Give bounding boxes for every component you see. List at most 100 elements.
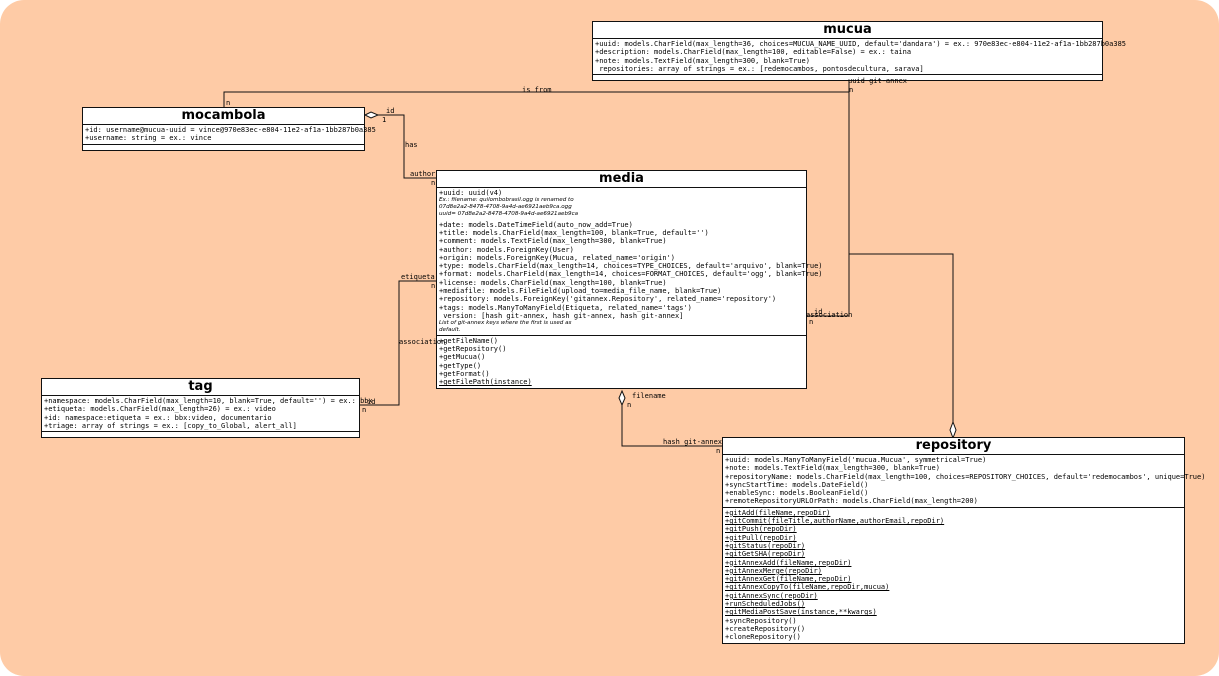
method-getmucua: +getMucua() [439,353,486,362]
methods-section [42,432,359,437]
label-id: id [386,107,395,115]
method-getrepository: +getRepository() [439,345,507,354]
method-gitannexsync: +gitAnnexSync(repoDir) [725,591,818,600]
edge-media-repository [621,405,722,447]
label-filename: filename [632,392,666,400]
uuid-note: Ex.: filename: quilombobrasil.ogg is ren… [439,197,574,204]
attribute-date: +date: models.DateTimeField(auto_now_add… [439,220,633,229]
label-association-left: association [399,338,446,346]
label-right-n: n [809,318,814,326]
method-gitcommit: +gitCommit(fileTitle,authorName,authorEm… [725,517,945,526]
attribute-comment: +comment: models.TextField(max_length=30… [439,237,667,246]
label-association-right: association [806,311,853,319]
attribute-id: +id: namespace:etiqueta = ex.: bbx:video… [44,413,272,422]
edge-mocambola-mucua [223,91,849,107]
class-title: mocambola [83,108,364,125]
method-runscheduledjobs: +runScheduledJobs() [725,600,806,609]
method-gitannexmerge: +gitAnnexMerge(repoDir) [725,566,822,575]
label-mocambola-n: n [226,99,231,107]
label-repo-n: n [716,447,721,455]
method-gitgetsha: +gitGetSHA(repoDir) [725,550,806,559]
attribute-username: +username: string = ex.: vince [85,134,212,143]
label-tag-id: id [367,398,376,406]
attribute-id: +id: username@mucua-uuid = vince@970e83e… [85,126,376,134]
method-getformat: +getFormat() [439,370,490,379]
label-id-right: id [814,308,823,316]
edge-mucua-media-association [807,254,850,317]
class-title: mucua [593,22,1102,39]
method-gitadd: +gitAdd(fileName,repoDir) [725,508,831,517]
attribute-repositories: repositories: array of strings = ex.: [r… [595,64,924,73]
class-title: repository [723,438,1184,455]
label-author-n: n [431,179,436,187]
attributes-section: +id: username@mucua-uuid = vince@970e83e… [83,125,376,145]
method-getfilename: +getFileName() [439,336,499,345]
attribute-format: +format: models.CharField(max_length=14,… [439,270,823,279]
methods-section: +gitAdd(fileName,repoDir) +gitCommit(fil… [723,508,1184,643]
label-uuid-git-annex: uuid git-annex [848,77,908,85]
method-gitannexcopyto: +gitAnnexCopyTo(fileName,repoDir,mucua) [725,583,890,592]
class-repository: repository +uuid: models.ManyToManyField… [722,437,1206,644]
label-id-mult: 1 [382,116,387,124]
class-mocambola: mocambola +id: username@mucua-uuid = vin… [82,107,376,151]
label-hash-git-annex: hash git-annex [663,438,723,446]
attribute-triage: +triage: array of strings = ex.: [copy_t… [44,421,297,430]
method-gitannexadd: +gitAnnexAdd(fileName,repoDir) [725,558,852,567]
method-gitstatus: +gitStatus(repoDir) [725,541,806,550]
method-gitmediapostsave: +gitMediaPostSave(instance,**kwargs) [725,608,877,617]
attribute-repositoryname: +repositoryName: models.CharField(max_le… [725,472,1206,481]
attribute-uuid: +uuid: models.ManyToManyField('mucua.Muc… [725,456,987,464]
attribute-title: +title: models.CharField(max_length=100,… [439,228,709,237]
aggregation-diamond-repository [949,420,957,440]
attribute-origin: +origin: models.ForeignKey(Mucua, relate… [439,253,676,262]
attribute-version: version: [hash git-annex, hash git-annex… [439,311,684,320]
version-note: List of git-annex keys where the first i… [439,320,572,327]
attribute-uuid: +uuid: models.CharField(max_length=36, c… [595,40,1127,48]
label-mucua-n: n [849,86,854,94]
attribute-syncstarttime: +syncStartTime: models.DateField() [725,480,869,489]
class-title: tag [42,379,359,396]
method-gitpush: +gitPush(repoDir) [725,525,797,534]
label-etiqueta-n: n [431,282,436,290]
method-clonerepository: +cloneRepository() [725,633,801,642]
edge-mucua-repository [848,76,954,422]
method-gettype: +getType() [439,361,482,370]
label-filename-n: n [627,401,632,409]
label-is-from: is from [522,86,552,94]
version-note: default. [439,327,461,334]
attribute-author: +author: models.ForeignKey(User) [439,245,574,254]
label-author: author [410,170,436,178]
methods-section [83,145,364,150]
attribute-type: +type: models.CharField(max_length=14, c… [439,262,823,271]
edge-tag-media [360,280,436,406]
attributes-section: +uuid: uuid(v4) Ex.: filename: quilombob… [437,188,823,336]
label-has: has [405,141,418,149]
attributes-section: +uuid: models.ManyToManyField('mucua.Muc… [723,455,1206,508]
edge-mocambola-media [378,114,436,179]
attribute-tags: +tags: models.ManyToManyField(Etiqueta, … [439,303,692,312]
attribute-uuid: +uuid: uuid(v4) [439,189,503,197]
label-etiqueta: etiqueta [401,273,435,281]
aggregation-diamond-media [618,389,626,407]
attribute-etiqueta: +etiqueta: models.CharField(max_length=2… [44,405,276,414]
method-createrepository: +createRepository() [725,624,806,633]
attribute-namespace: +namespace: models.CharField(max_length=… [44,397,373,405]
attributes-section: +uuid: models.CharField(max_length=36, c… [593,39,1127,76]
method-syncrepository: +syncRepository() [725,616,797,625]
attribute-repository: +repository: models.ForeignKey('gitannex… [439,295,777,304]
method-gitannexget: +gitAnnexGet(fileName,repoDir) [725,575,852,584]
aggregation-diamond-mocambola [363,111,380,119]
uuid-note: 07d8e2a2-8478-4708-9a4d-ae6921aeb9ca.ogg [439,204,572,211]
method-getfilepath: +getFilePath(instance) [439,378,532,387]
class-tag: tag +namespace: models.CharField(max_len… [41,378,373,439]
attribute-remoterepositoryurlorpath: +remoteRepositoryURLOrPath: models.CharF… [725,497,978,506]
attributes-section: +namespace: models.CharField(max_length=… [42,396,373,433]
class-mucua: mucua +uuid: models.CharField(max_length… [592,21,1127,82]
attribute-note: +note: models.TextField(max_length=300, … [725,464,940,473]
attribute-mediafile: +mediafile: models.FileField(upload_to=m… [439,287,722,296]
label-tag-n: n [362,406,367,414]
attribute-enablesync: +enableSync: models.BooleanField() [725,489,869,498]
methods-section: +getFileName() +getRepository() +getMucu… [437,336,806,388]
